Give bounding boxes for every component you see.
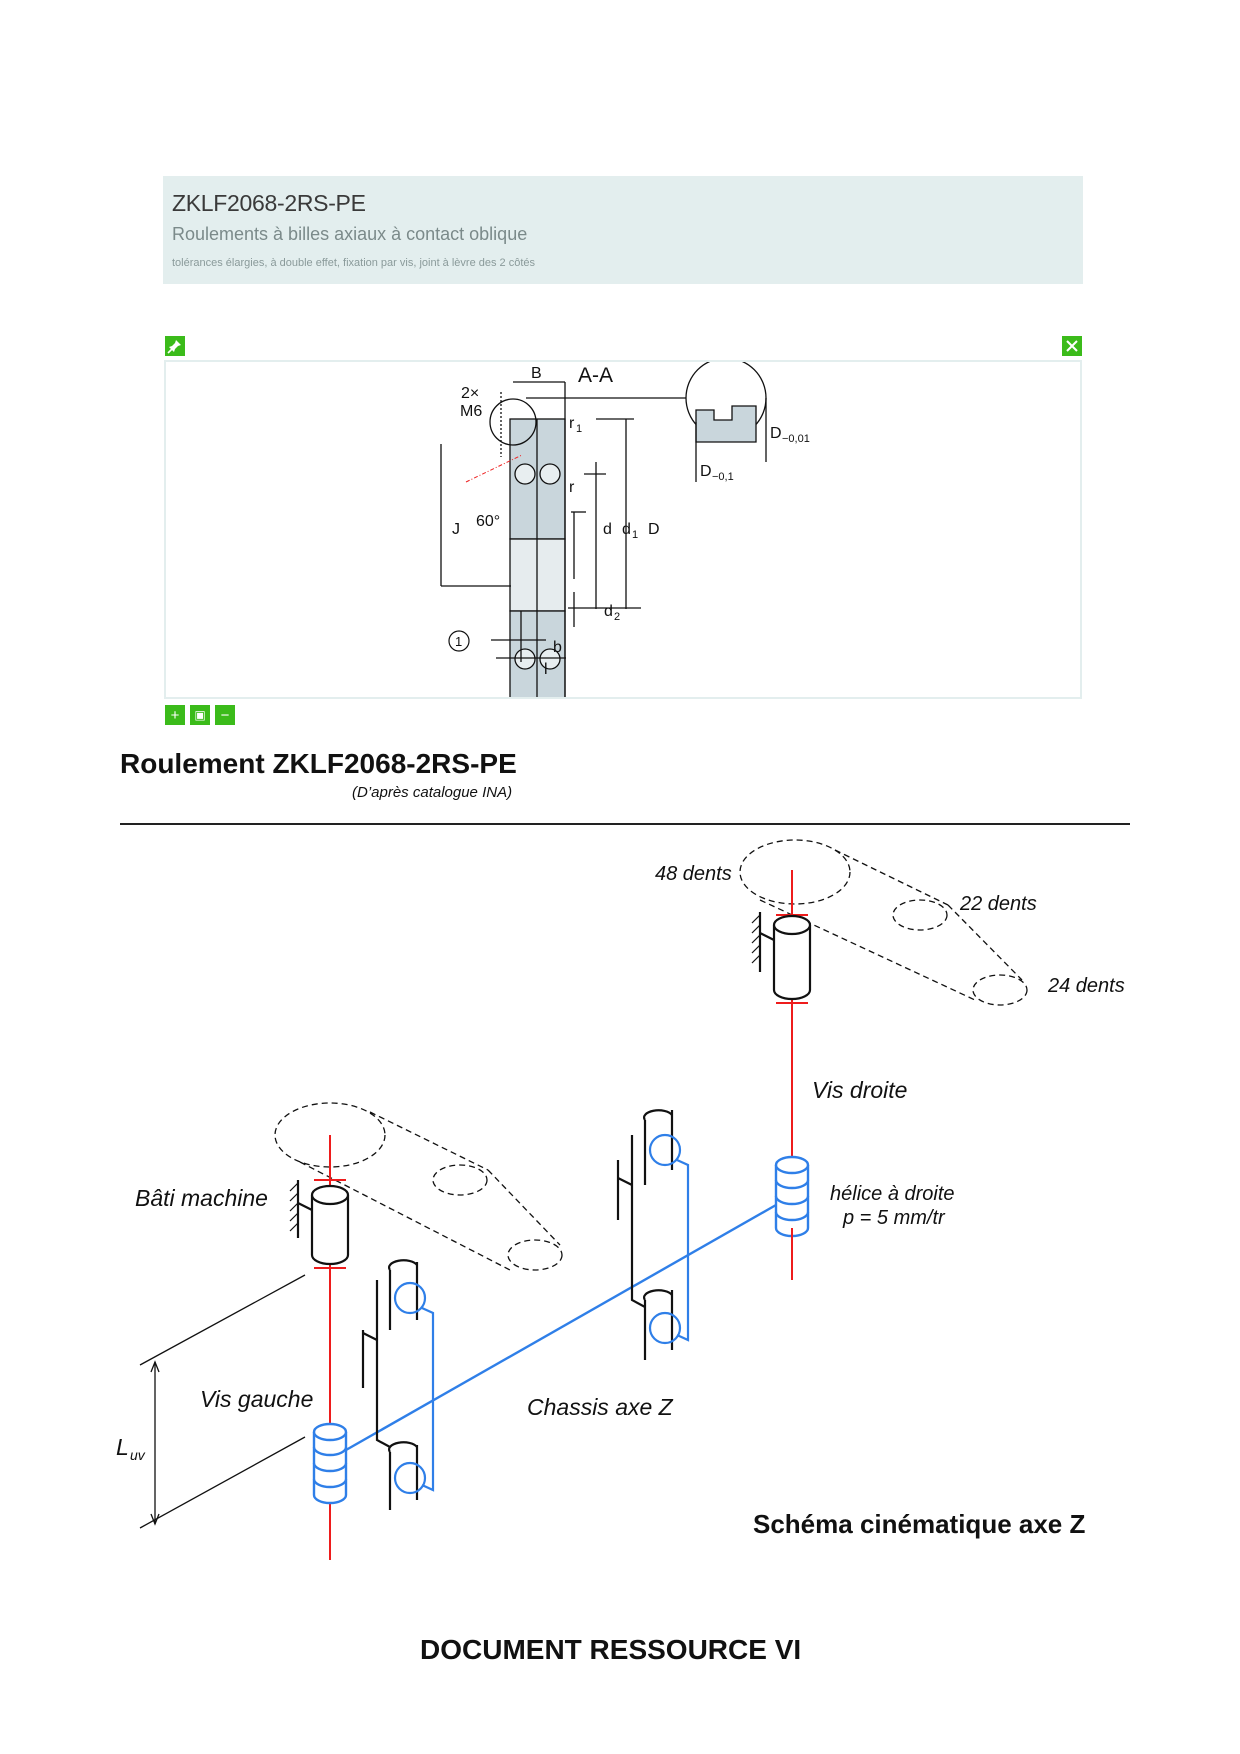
label-pas: p = 5 mm/tr xyxy=(842,1207,946,1229)
left-belt-drive xyxy=(274,1102,563,1271)
label-thread: M6 xyxy=(460,403,482,420)
label-tol2: D xyxy=(700,463,712,480)
close-icon xyxy=(1066,340,1078,352)
chassis-link xyxy=(345,1203,777,1452)
product-note: tolérances élargies, à double effet, fix… xyxy=(172,257,536,269)
bearing-drawing: B A-A 2× M6 r 1 r 60° J d d 1 D d 2 b l … xyxy=(440,362,810,697)
schema-title: Schéma cinématique axe Z xyxy=(753,1509,1086,1539)
ball-upper-right xyxy=(539,463,561,485)
document-title: DOCUMENT RESSOURCE VI xyxy=(420,1634,802,1665)
label-chassis: Chassis axe Z xyxy=(527,1394,674,1420)
label-section: A-A xyxy=(578,364,613,387)
fit-button[interactable]: ▣ xyxy=(190,705,210,725)
product-subtitle: Roulements à billes axiaux à contact obl… xyxy=(172,224,528,244)
section-divider xyxy=(120,823,1130,825)
zoom-out-button[interactable]: − xyxy=(215,705,235,725)
caption-title: Roulement ZKLF2068-2RS-PE xyxy=(120,748,517,779)
label-count: 2× xyxy=(461,385,479,402)
gear-48 xyxy=(739,839,851,905)
right-nut xyxy=(774,1155,810,1238)
close-button[interactable] xyxy=(1062,336,1082,356)
label-r1: r xyxy=(569,415,575,432)
label-d2: d xyxy=(604,603,613,620)
label-d1: d xyxy=(622,521,631,538)
left-ground-hatch xyxy=(289,1182,299,1232)
label-r1-sub: 1 xyxy=(576,423,582,435)
label-vis-droite: Vis droite xyxy=(812,1077,907,1103)
svg-text:1: 1 xyxy=(455,634,462,649)
right-belt-drive xyxy=(739,839,1028,1006)
gear-22 xyxy=(892,899,948,931)
right-ground-hatch xyxy=(751,914,761,964)
product-header: ZKLF2068-2RS-PE Roulements à billes axia… xyxy=(163,176,1083,284)
ball-lower-left xyxy=(514,648,536,670)
ball-upper-left xyxy=(514,463,536,485)
product-title: ZKLF2068-2RS-PE xyxy=(172,190,366,216)
label-helice: hélice à droite xyxy=(830,1183,955,1205)
zoom-in-button[interactable]: + xyxy=(165,705,185,725)
label-J: J xyxy=(452,521,460,538)
left-bearing xyxy=(296,1180,350,1266)
label-r: r xyxy=(569,479,575,496)
pin-button[interactable] xyxy=(165,336,185,356)
luv-dimension xyxy=(139,1274,306,1529)
right-bearing xyxy=(758,912,812,1001)
drawing-viewer[interactable]: B A-A 2× M6 r 1 r 60° J d d 1 D d 2 b l … xyxy=(164,360,1082,699)
label-24-dents: 24 dents xyxy=(1047,975,1125,997)
label-angle: 60° xyxy=(476,513,500,530)
label-d2-sub: 2 xyxy=(614,611,620,623)
ball-lower-right xyxy=(539,648,561,670)
chassis-guide-center xyxy=(616,1109,674,1360)
label-22-dents: 22 dents xyxy=(959,893,1037,915)
label-l: l xyxy=(544,661,548,678)
gear-24 xyxy=(972,974,1028,1006)
label-48-dents: 48 dents xyxy=(655,863,732,885)
kinematic-diagram: 48 dents 22 dents 24 dents Vis droite hé… xyxy=(116,839,1125,1560)
label-D: D xyxy=(648,521,660,538)
label-tol1: D xyxy=(770,425,782,442)
pin-icon xyxy=(167,340,181,354)
label-tol1-sub: −0,01 xyxy=(782,433,810,445)
caption-source: (D’après catalogue INA) xyxy=(352,784,513,801)
left-nut xyxy=(312,1422,348,1505)
label-d: d xyxy=(603,521,612,538)
label-B: B xyxy=(531,365,542,382)
label-luv: L xyxy=(116,1434,129,1460)
label-d1-sub: 1 xyxy=(632,529,638,541)
callout-1: 1 xyxy=(448,630,470,652)
label-b: b xyxy=(553,639,562,656)
label-vis-gauche: Vis gauche xyxy=(200,1386,313,1412)
label-tol2-sub: −0,1 xyxy=(712,471,734,483)
chassis-guide-left xyxy=(361,1259,419,1510)
label-luv-sub: uv xyxy=(130,1447,146,1463)
label-bati: Bâti machine xyxy=(135,1185,268,1211)
